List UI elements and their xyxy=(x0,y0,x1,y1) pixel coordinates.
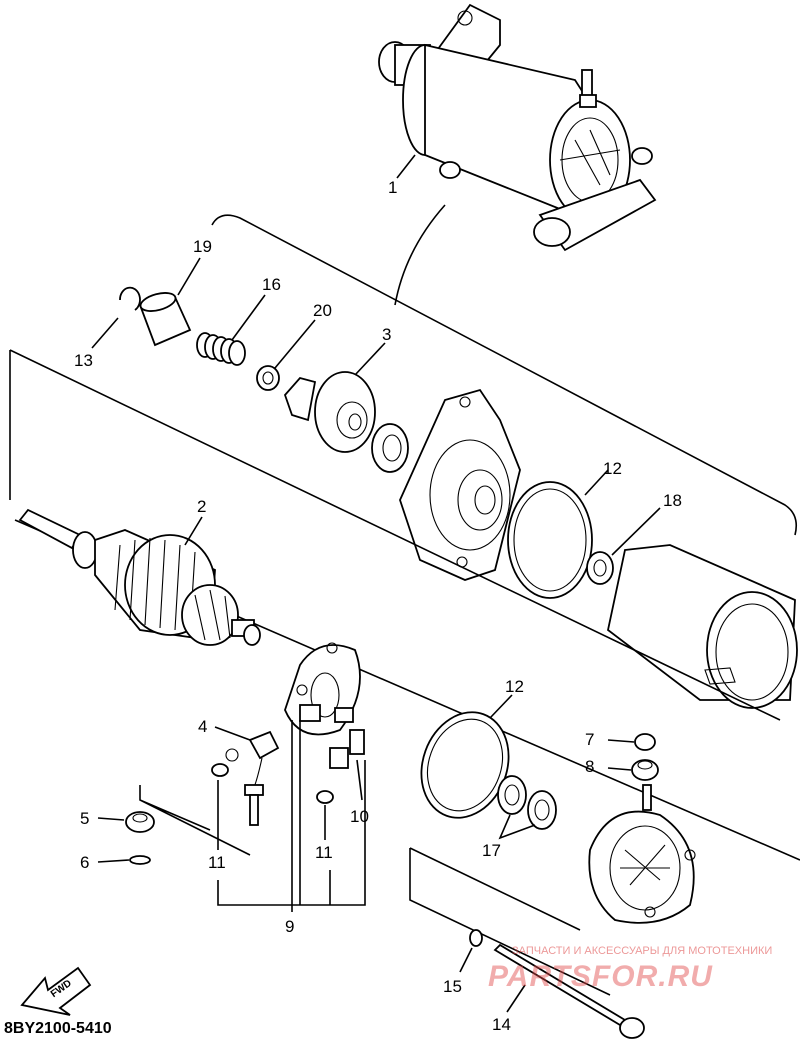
callout-12-upper: 12 xyxy=(603,459,622,478)
rear-cover xyxy=(588,784,696,924)
callout-11-right: 11 xyxy=(315,843,333,862)
callout-7: 7 xyxy=(585,730,594,749)
washer-15 xyxy=(469,929,483,947)
nut-11-left xyxy=(211,763,229,777)
callout-20: 20 xyxy=(313,301,332,320)
spring xyxy=(196,332,246,366)
callout-5: 5 xyxy=(80,809,89,828)
callout-11-left: 11 xyxy=(208,853,226,872)
brush-holder-plate xyxy=(284,642,361,736)
brush xyxy=(225,730,280,796)
callout-4: 4 xyxy=(198,717,207,736)
yoke-housing xyxy=(607,544,798,709)
washers-17 xyxy=(497,775,557,830)
through-bolt xyxy=(493,943,645,1039)
diagram-code: 8BY2100-5410 xyxy=(4,1020,112,1037)
pinion-gear xyxy=(283,371,376,453)
washer-20 xyxy=(256,365,280,391)
callout-12-lower: 12 xyxy=(505,677,524,696)
callout-15: 15 xyxy=(443,977,462,996)
callout-8: 8 xyxy=(585,757,594,776)
armature xyxy=(18,508,261,646)
circlip xyxy=(119,286,141,311)
callout-2: 2 xyxy=(197,497,206,516)
washer xyxy=(371,423,409,473)
callout-16: 16 xyxy=(262,275,281,294)
o-ring-upper xyxy=(507,481,593,599)
watermark-tagline: ЗАПЧАСТИ И АКСЕССУАРЫ ДЛЯ МОТОТЕХНИКИ xyxy=(512,945,773,957)
front-cover xyxy=(399,388,521,581)
forward-arrow-icon: FWD xyxy=(20,966,92,1016)
nut-7 xyxy=(634,733,656,751)
watermark-logo: PARTSFOR.RU xyxy=(488,960,713,993)
callout-10: 10 xyxy=(350,807,369,826)
brush-right xyxy=(329,729,365,769)
callout-17: 17 xyxy=(482,841,501,860)
bushing-8 xyxy=(631,759,659,781)
callout-6: 6 xyxy=(80,853,89,872)
callout-14: 14 xyxy=(492,1015,511,1034)
callout-3: 3 xyxy=(382,325,391,344)
terminal-bolt xyxy=(244,784,264,826)
washer-6 xyxy=(129,855,151,865)
nut-11-right xyxy=(316,790,334,804)
callout-1: 1 xyxy=(388,178,397,197)
washer-18 xyxy=(586,551,614,585)
group-frame xyxy=(9,349,781,721)
grommet-5 xyxy=(125,811,155,833)
callout-18: 18 xyxy=(663,491,682,510)
callout-9: 9 xyxy=(285,917,294,936)
group-bracket xyxy=(211,214,798,536)
callout-19: 19 xyxy=(193,237,212,256)
starter-motor-assembly xyxy=(378,3,657,252)
collar xyxy=(138,292,192,347)
callout-13: 13 xyxy=(74,351,93,370)
